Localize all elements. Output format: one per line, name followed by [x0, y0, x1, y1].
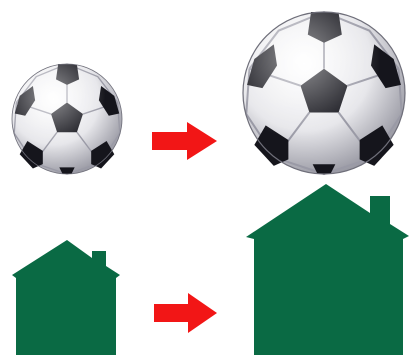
small-house [12, 240, 120, 355]
large-house [246, 184, 409, 355]
small-soccer-ball [12, 64, 122, 174]
top-right-arrow [152, 122, 217, 160]
large-soccer-ball [243, 12, 405, 174]
bottom-right-arrow [154, 293, 217, 333]
